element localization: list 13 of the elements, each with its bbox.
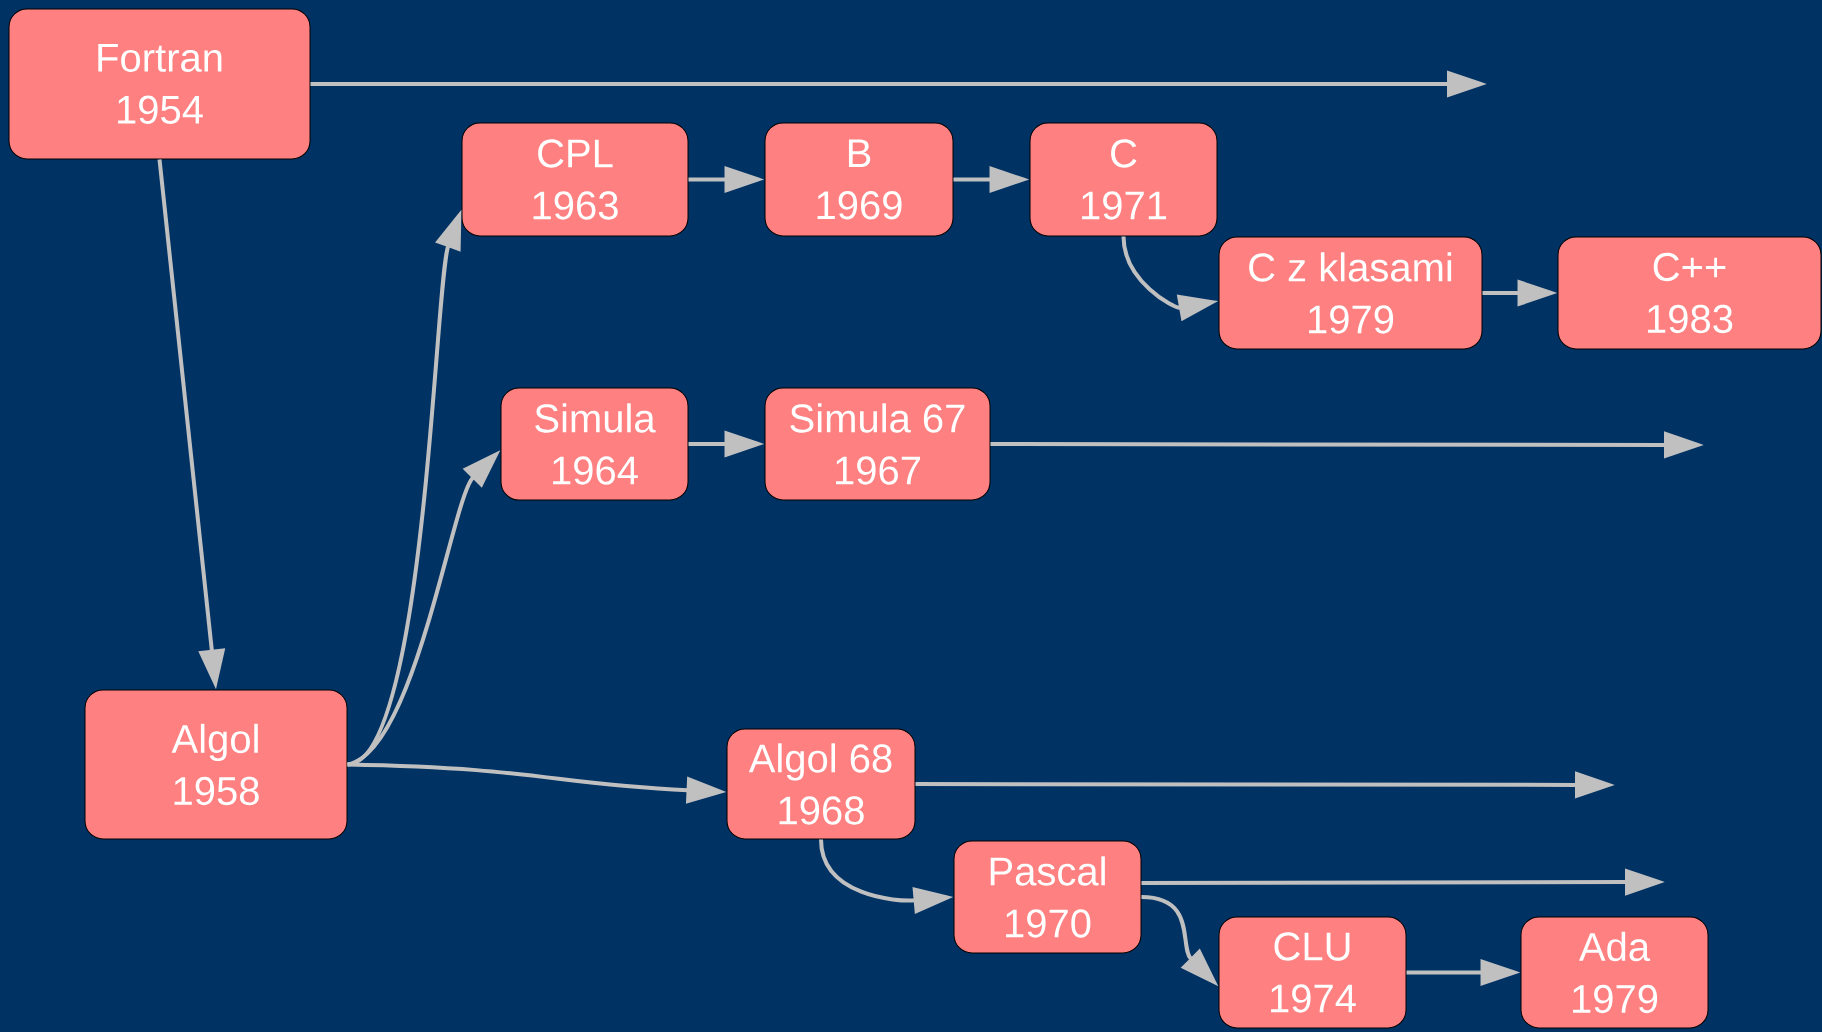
language-box: Pascal 1970 <box>953 840 1142 954</box>
language-box: Ada 1979 <box>1520 916 1709 1029</box>
language-box: Simula 1964 <box>500 387 689 501</box>
language-box: Algol 1958 <box>84 689 348 840</box>
language-box: CLU 1974 <box>1218 916 1407 1029</box>
language-box: Fortran 1954 <box>8 8 311 160</box>
language-box: CPL 1963 <box>461 122 689 237</box>
language-box: B 1969 <box>764 122 954 237</box>
language-box: Simula 67 1967 <box>764 387 991 501</box>
language-box: C++ 1983 <box>1557 236 1822 350</box>
language-box: C 1971 <box>1029 122 1218 237</box>
language-box: Algol 68 1968 <box>726 728 916 840</box>
language-box: C z klasami 1979 <box>1218 236 1483 350</box>
